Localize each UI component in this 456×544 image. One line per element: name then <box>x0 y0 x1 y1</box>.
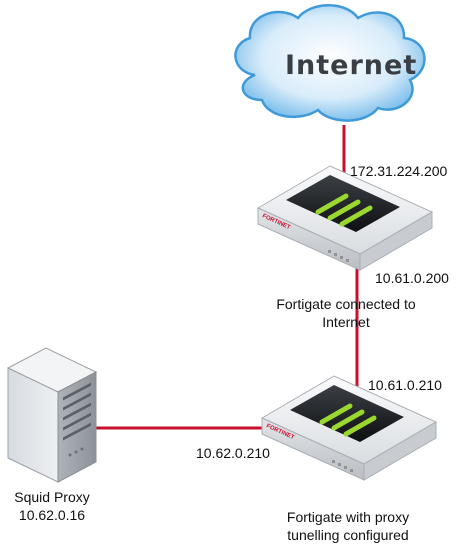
fortigate-bottom-caption: Fortigate with proxy tunelling configure… <box>262 508 434 544</box>
cloud-label: Internet <box>285 50 418 81</box>
squid-name: Squid Proxy <box>14 489 90 505</box>
server-icon <box>6 347 98 483</box>
fortigate-top-caption: Fortigate connected to Internet <box>260 295 432 331</box>
fortigate-bottom-caption-line2: tunelling configured <box>287 527 409 543</box>
fortigate-bottom-inside-ip: 10.62.0.210 <box>196 445 270 461</box>
fortigate-bottom-appliance: FORTINET <box>260 375 438 481</box>
fortigate-top-appliance: FORTINET <box>256 165 434 271</box>
fortigate-bottom-caption-line1: Fortigate with proxy <box>286 509 410 525</box>
fortigate-bottom-outside-ip: 10.61.0.210 <box>368 377 442 393</box>
fortigate-top-inside-ip: 10.61.0.200 <box>375 270 449 286</box>
fortigate-top-caption-line1: Fortigate connected to <box>276 296 416 312</box>
fortigate-top-caption-line2: Internet <box>322 314 370 330</box>
squid-ip: 10.62.0.16 <box>18 507 86 523</box>
cloud-icon <box>234 4 426 122</box>
internet-ip-label: 172.31.224.200 <box>350 163 448 179</box>
squid-caption: Squid Proxy 10.62.0.16 <box>2 488 102 524</box>
